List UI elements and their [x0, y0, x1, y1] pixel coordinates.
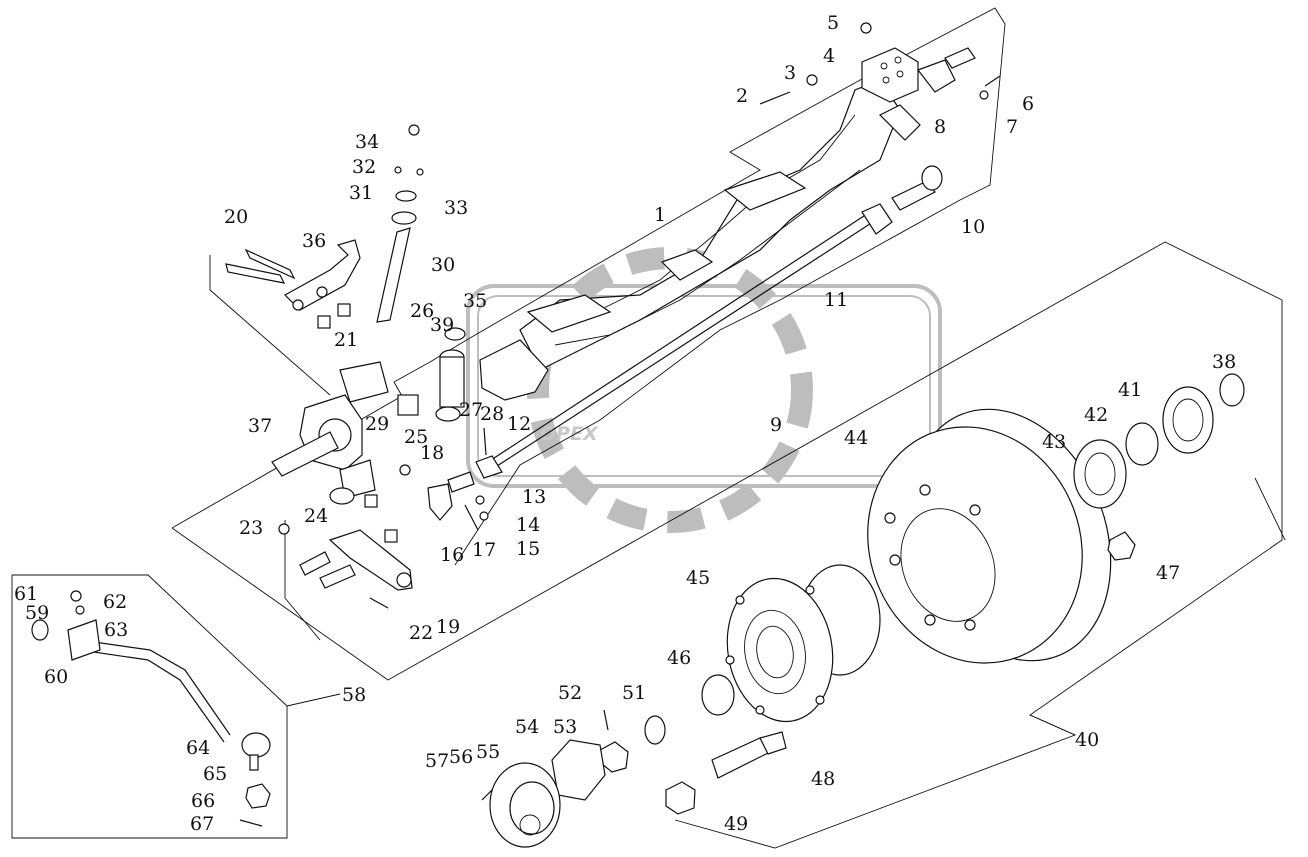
inner-bearing	[701, 674, 735, 716]
small-fasteners	[225, 22, 1001, 801]
callout-23: 23	[239, 517, 263, 539]
callout-32: 32	[352, 156, 376, 178]
callout-28: 28	[480, 403, 504, 425]
callout-33: 33	[444, 197, 468, 219]
callout-22: 22	[409, 622, 433, 644]
callout-11: 11	[824, 289, 848, 311]
callout-63: 63	[104, 619, 128, 641]
callout-56: 56	[449, 746, 473, 768]
callout-53: 53	[553, 716, 577, 738]
hub-cap	[489, 762, 561, 848]
inset-tie-rod-assembly	[31, 590, 271, 827]
callout-20: 20	[224, 206, 248, 228]
left-steering-knuckle	[271, 361, 389, 499]
callout-67: 67	[190, 813, 214, 835]
axle-beam	[479, 79, 901, 401]
callout-58: 58	[342, 684, 366, 706]
callout-10: 10	[961, 216, 985, 238]
callout-30: 30	[431, 254, 455, 276]
callout-21: 21	[334, 329, 358, 351]
callout-27: 27	[459, 399, 483, 421]
callout-57: 57	[425, 750, 449, 772]
hub-gasket	[551, 739, 606, 801]
callout-26: 26	[410, 300, 434, 322]
callout-36: 36	[302, 230, 326, 252]
washer	[644, 715, 666, 745]
wheel-nut	[1107, 531, 1136, 561]
callout-6: 6	[1022, 93, 1034, 115]
parts	[31, 22, 1245, 848]
right-tie-rod-end	[891, 165, 943, 211]
callout-13: 13	[522, 486, 546, 508]
callout-52: 52	[558, 682, 582, 704]
lug-nut	[665, 781, 696, 815]
callout-48: 48	[811, 768, 835, 790]
lower-steering-arm	[328, 529, 413, 591]
callout-38: 38	[1212, 351, 1236, 373]
bushings	[329, 327, 503, 505]
brake-drum	[867, 408, 1112, 664]
callout-16: 16	[440, 544, 464, 566]
steering-arm	[284, 239, 361, 311]
assembly-outlines	[11, 7, 1286, 849]
callout-39: 39	[430, 314, 454, 336]
callout-29: 29	[365, 413, 389, 435]
callout-62: 62	[103, 591, 127, 613]
callout-2: 2	[736, 85, 748, 107]
callout-12: 12	[507, 413, 531, 435]
callout-45: 45	[686, 567, 710, 589]
callout-65: 65	[203, 763, 227, 785]
callout-19: 19	[436, 616, 460, 638]
right-steering-knuckle	[861, 47, 976, 141]
callout-64: 64	[186, 737, 210, 759]
callout-24: 24	[304, 505, 328, 527]
wheel-stud	[711, 731, 787, 779]
callout-47: 47	[1156, 562, 1180, 584]
callout-61: 61	[14, 583, 38, 605]
callout-55: 55	[476, 741, 500, 763]
callout-60: 60	[44, 666, 68, 688]
callout-35: 35	[463, 290, 487, 312]
king-pin	[376, 190, 417, 323]
callout-54: 54	[515, 716, 539, 738]
callout-51: 51	[622, 682, 646, 704]
hub-bearings	[1073, 373, 1245, 509]
left-tie-rod-end	[427, 471, 475, 521]
callout-59: 59	[25, 602, 49, 624]
callout-31: 31	[349, 182, 373, 204]
callout-18: 18	[420, 442, 444, 464]
callout-7: 7	[1006, 116, 1018, 138]
callout-66: 66	[191, 790, 215, 812]
callout-34: 34	[355, 131, 379, 153]
callout-25: 25	[404, 426, 428, 448]
callout-44: 44	[844, 427, 868, 449]
watermark-logo: OPEX	[466, 247, 942, 533]
callout-8: 8	[934, 116, 946, 138]
callout-17: 17	[472, 539, 496, 561]
tie-rod	[487, 203, 893, 469]
callout-14: 14	[516, 514, 540, 536]
callout-3: 3	[784, 62, 796, 84]
callout-43: 43	[1042, 431, 1066, 453]
callout-40: 40	[1075, 729, 1099, 751]
callout-46: 46	[667, 647, 691, 669]
callout-37: 37	[248, 415, 272, 437]
callout-41: 41	[1118, 379, 1142, 401]
wheel-hub	[725, 564, 881, 723]
watermark-text: OPEX	[540, 423, 599, 445]
callout-42: 42	[1084, 404, 1108, 426]
callout-15: 15	[516, 538, 540, 560]
callout-1: 1	[654, 204, 666, 226]
callout-4: 4	[823, 45, 835, 67]
callout-49: 49	[724, 813, 748, 835]
callout-9: 9	[770, 414, 782, 436]
callout-5: 5	[827, 12, 839, 34]
